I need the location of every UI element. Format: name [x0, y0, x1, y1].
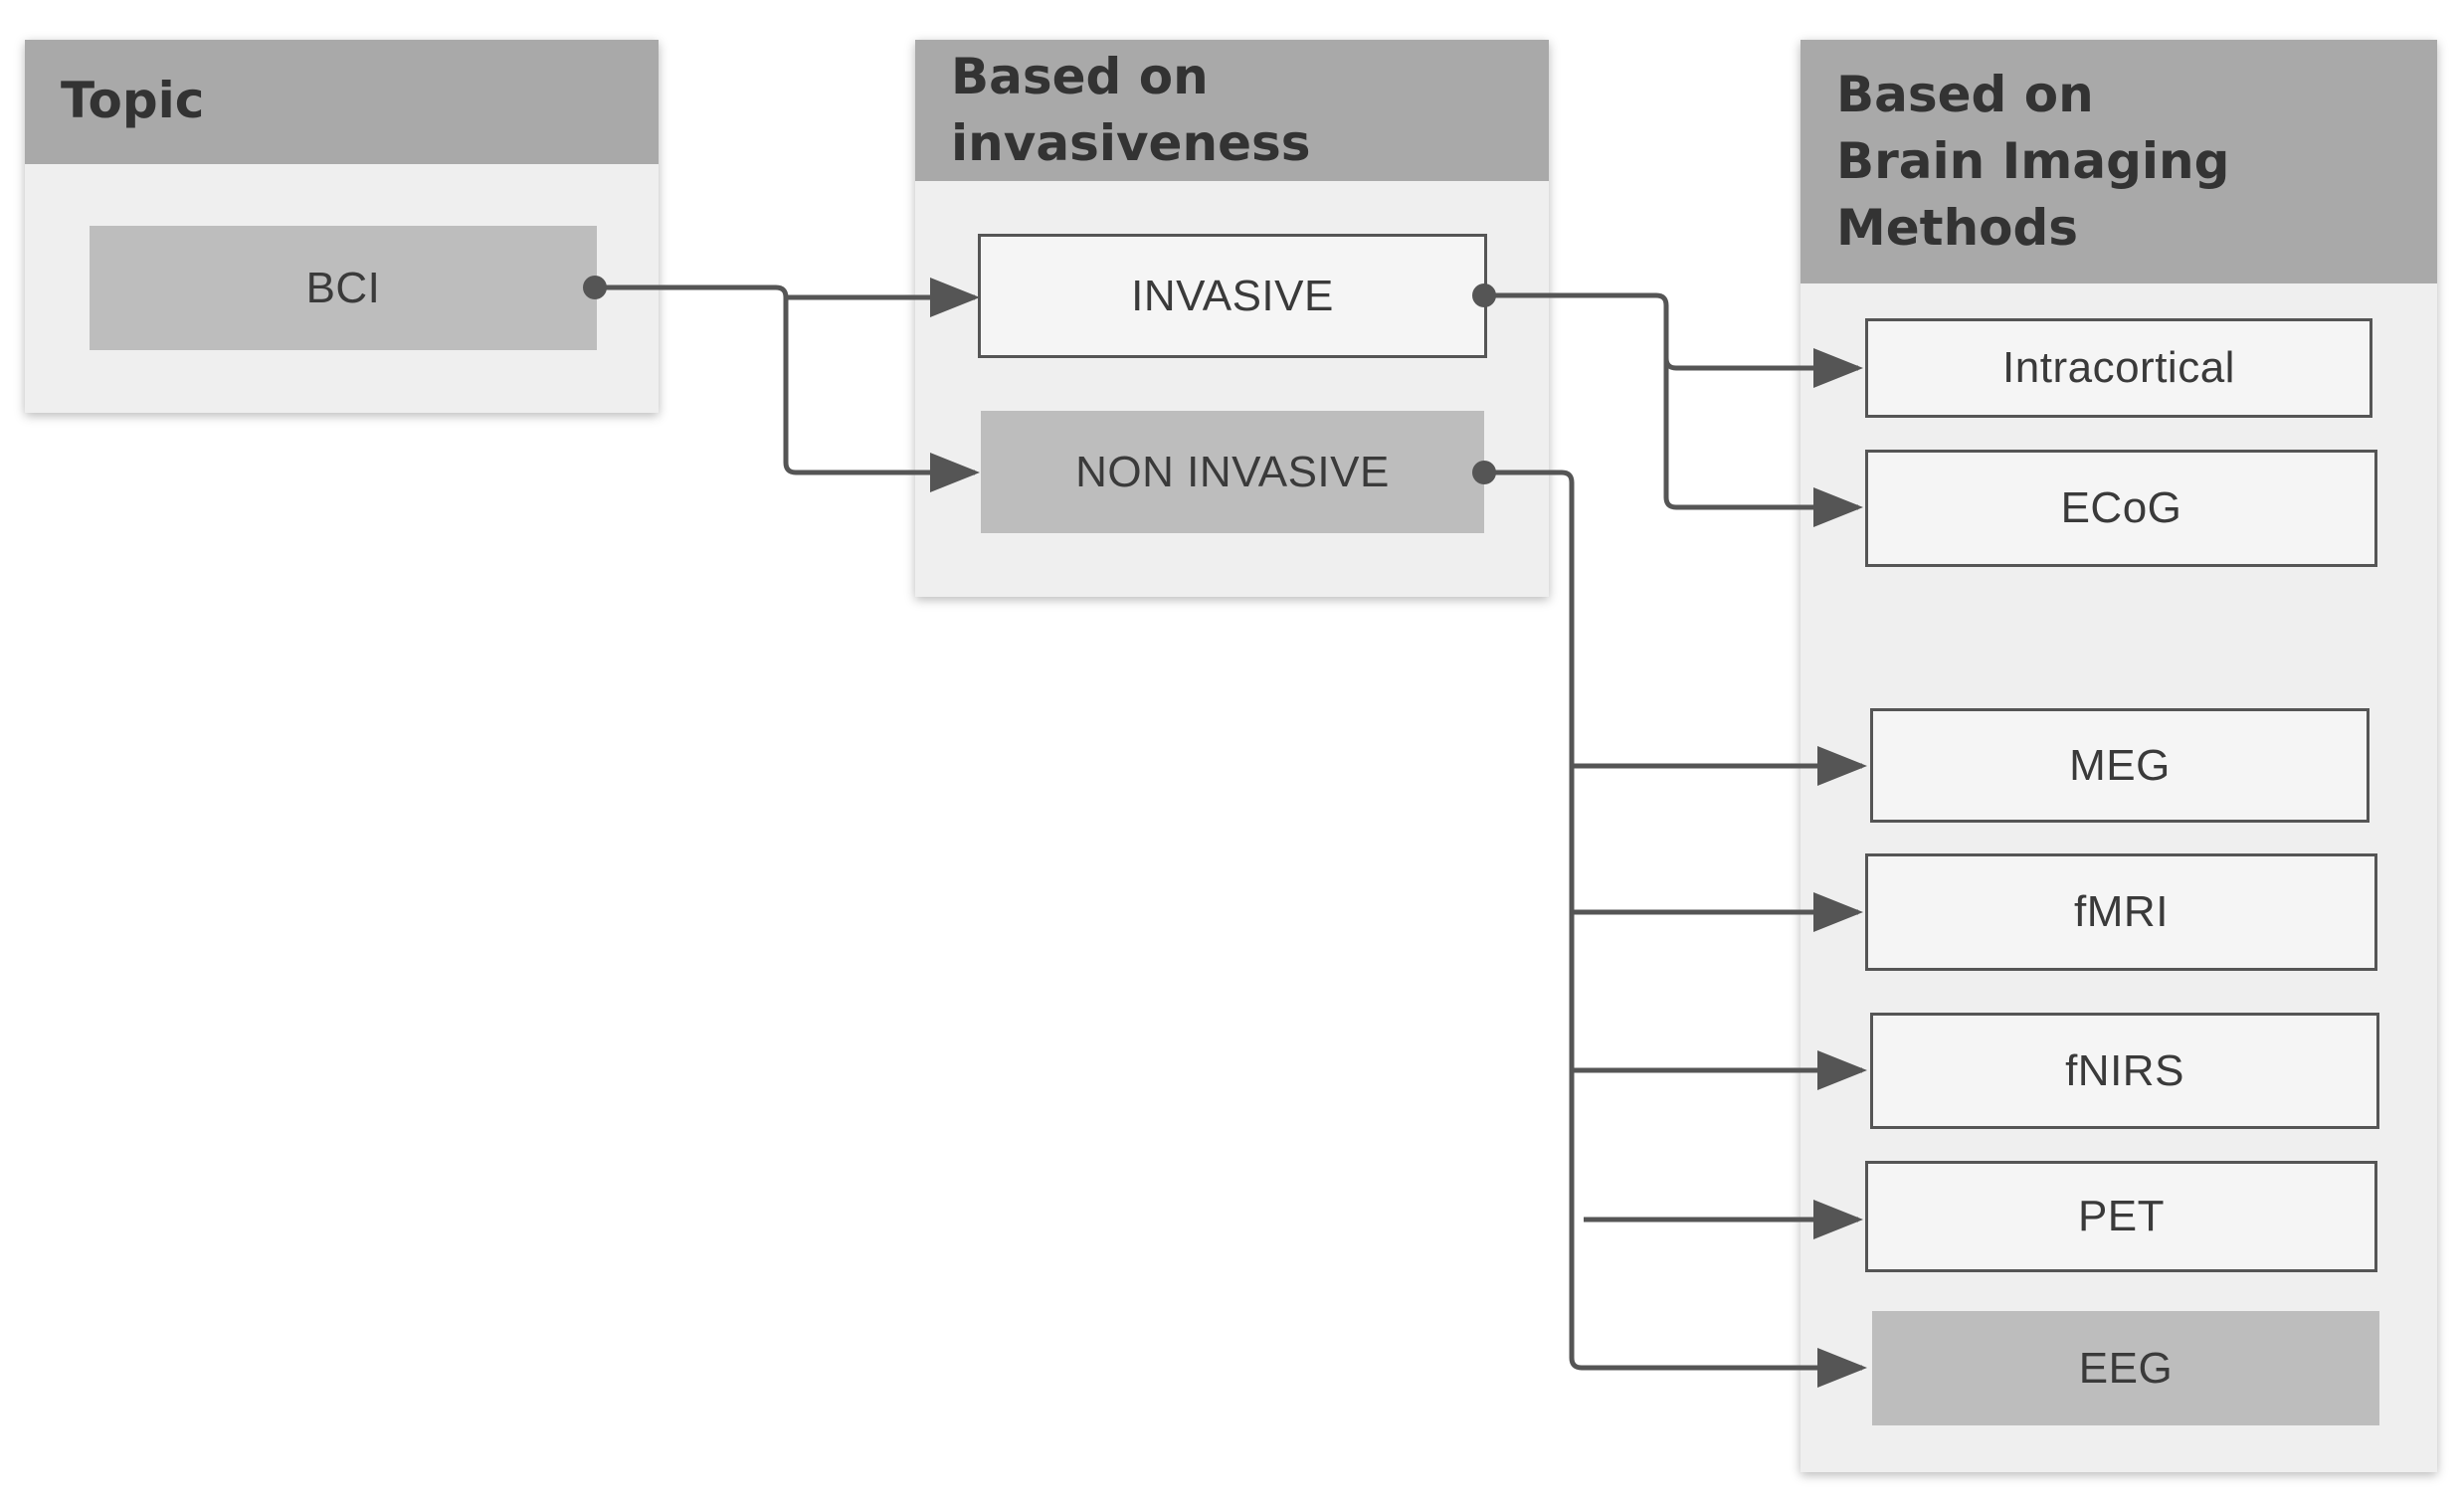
connector-dot-non-invasive: [1472, 461, 1496, 484]
connector-noninv-trunk: [1484, 470, 1867, 1388]
connector-invasive-ecog: [1663, 358, 1863, 527]
invasiveness-panel-title: Based on invasiveness: [951, 48, 1311, 172]
node-bci[interactable]: BCI: [90, 226, 597, 350]
node-eeg[interactable]: EEG: [1872, 1311, 2379, 1425]
connector-dot-bci: [583, 276, 607, 299]
node-pet[interactable]: PET: [1865, 1161, 2377, 1272]
node-invasive[interactable]: INVASIVE: [978, 234, 1487, 358]
node-fmri[interactable]: fMRI: [1865, 853, 2377, 971]
imaging-panel-title: Based on Brain Imaging Methods: [1836, 66, 2230, 257]
invasiveness-panel: Based on invasiveness INVASIVE NON INVAS…: [915, 40, 1549, 597]
invasiveness-panel-header: Based on invasiveness: [915, 40, 1549, 181]
connector-invasive-intracortical: [1484, 292, 1863, 388]
node-fnirs[interactable]: fNIRS: [1870, 1013, 2379, 1129]
node-intracortical[interactable]: Intracortical: [1865, 318, 2372, 418]
topic-panel: Topic BCI: [25, 40, 659, 413]
connector-dot-invasive: [1472, 283, 1496, 307]
node-ecog[interactable]: ECoG: [1865, 450, 2377, 567]
connector-bci-non-invasive: [783, 297, 980, 492]
node-meg[interactable]: MEG: [1870, 708, 2369, 823]
connector-bci-invasive: [595, 278, 980, 317]
topic-panel-header: Topic: [25, 40, 659, 164]
imaging-panel-header: Based on Brain Imaging Methods: [1801, 40, 2437, 283]
imaging-panel: Based on Brain Imaging Methods Intracort…: [1801, 40, 2437, 1472]
node-non-invasive[interactable]: NON INVASIVE: [981, 411, 1484, 533]
topic-panel-title: Topic: [61, 72, 205, 129]
